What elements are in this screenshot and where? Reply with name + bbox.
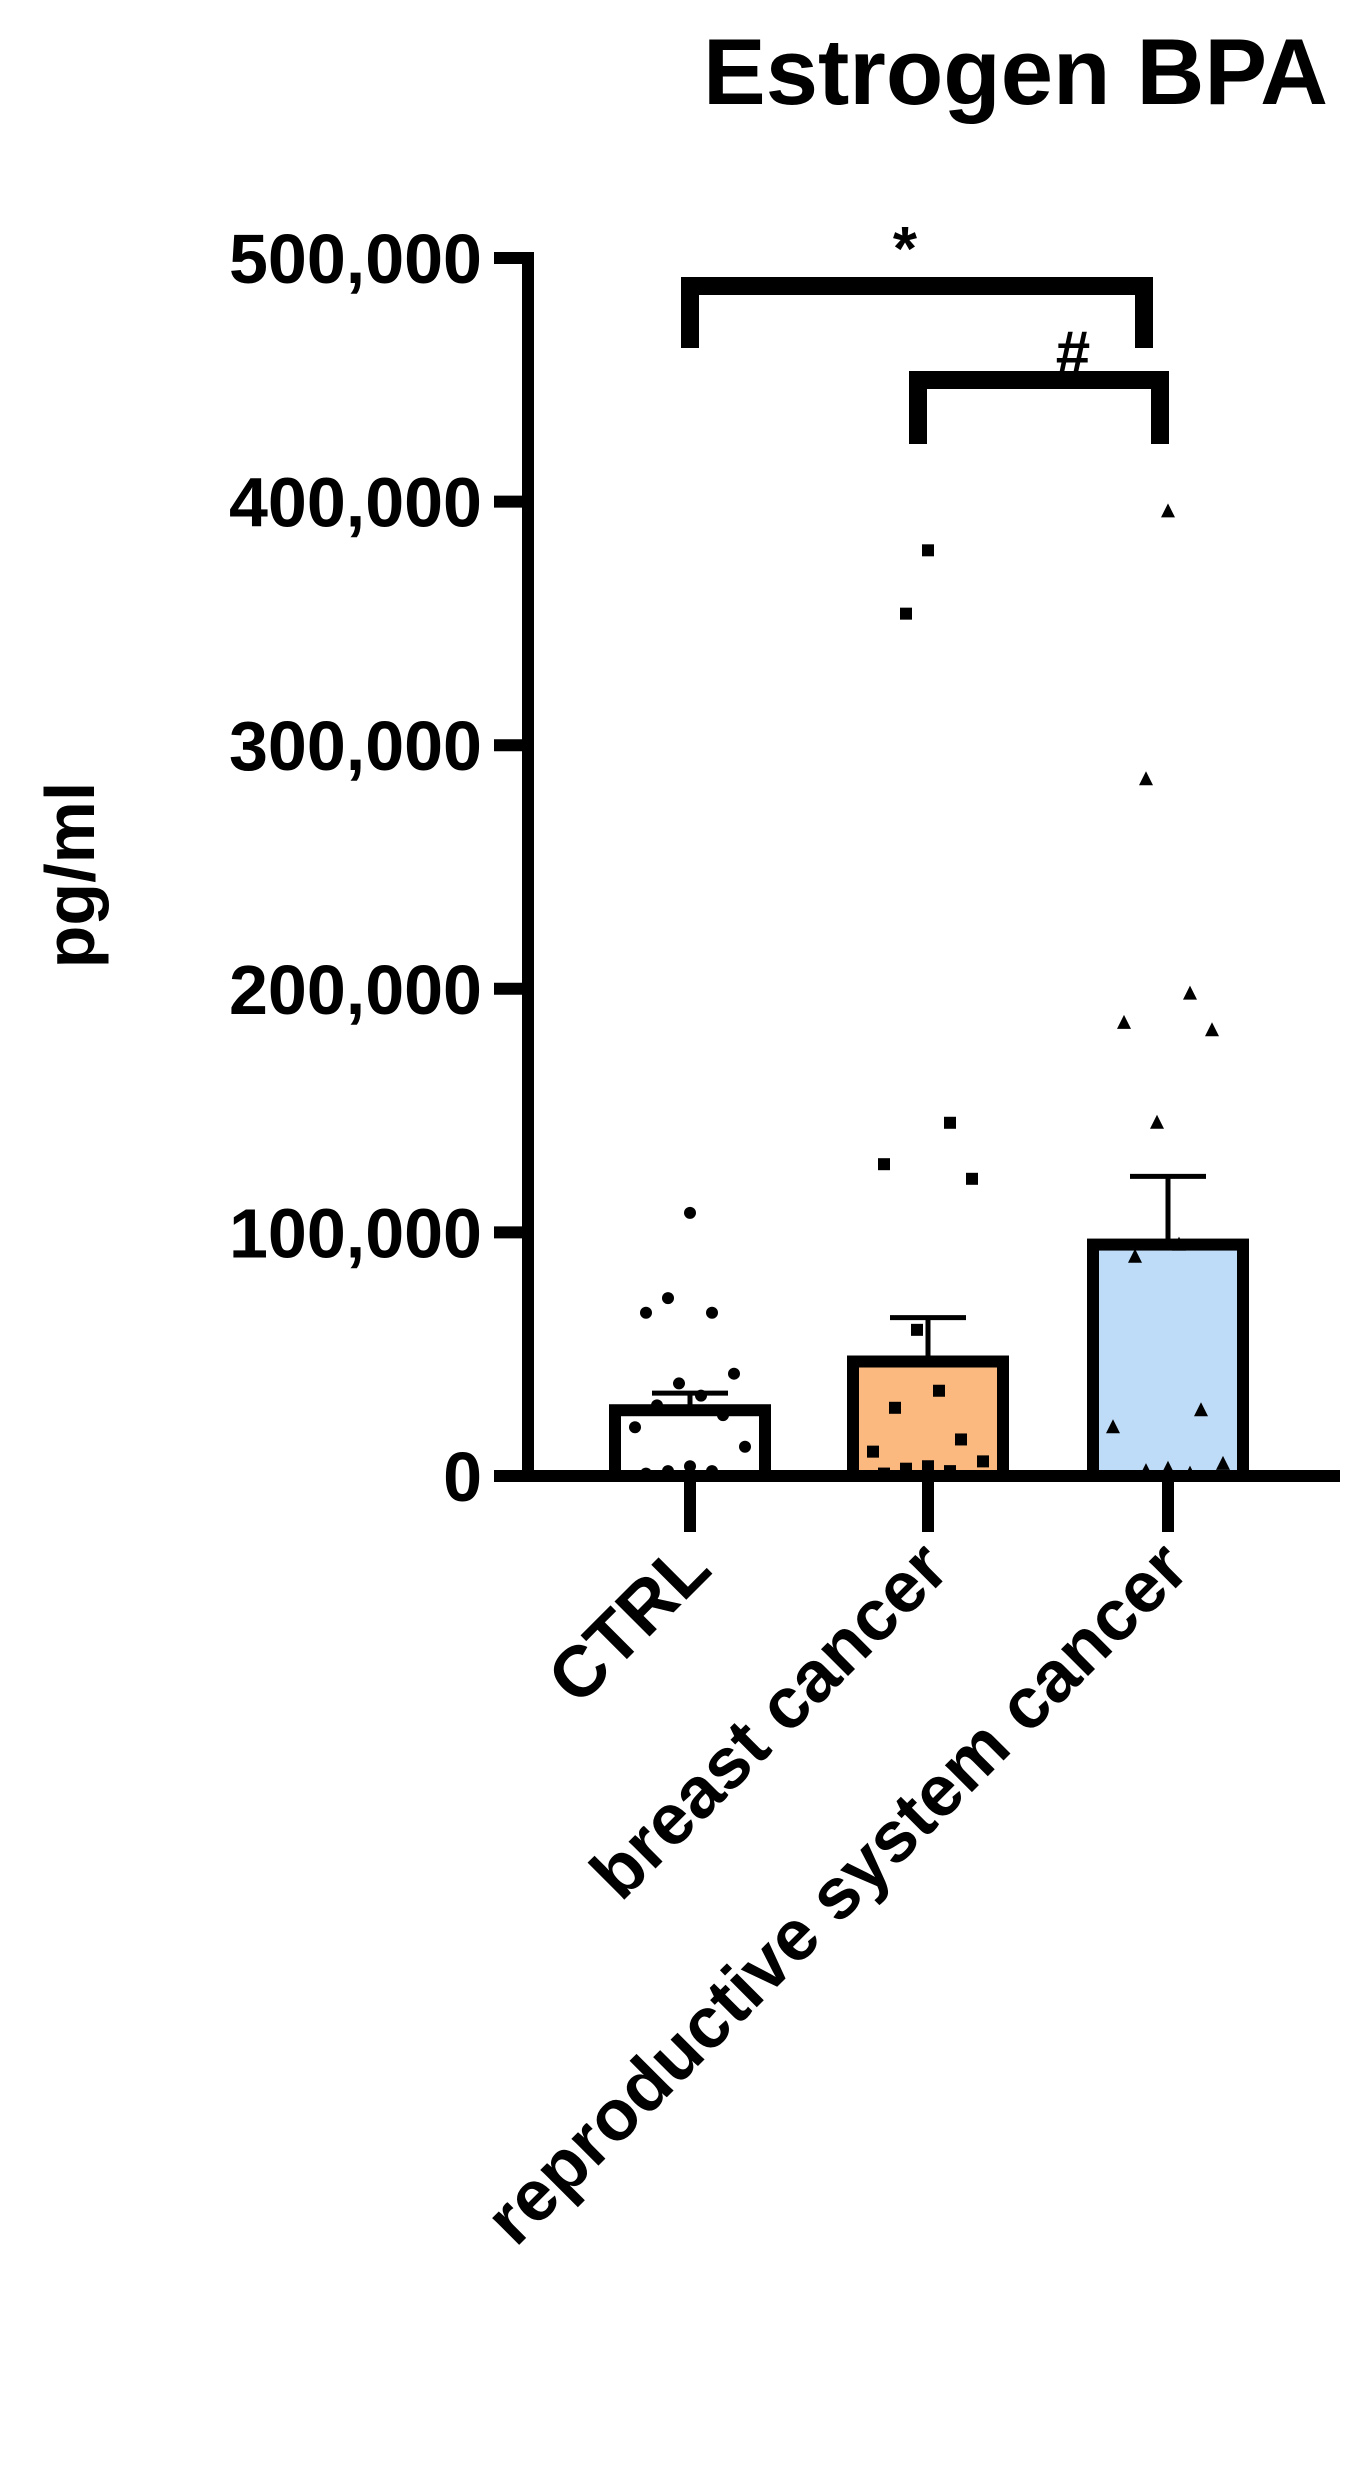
significance-brackets: *# [681, 215, 1169, 444]
data-point [706, 1306, 718, 1319]
significance-bracket [909, 371, 1169, 444]
significance-label: * [893, 215, 918, 284]
y-axis-label: pg/ml [31, 782, 109, 969]
y-tick-label: 400,000 [229, 464, 482, 542]
data-point [651, 1399, 663, 1412]
data-point [933, 1384, 945, 1397]
data-point [878, 1158, 890, 1171]
bar-2 [1087, 1238, 1249, 1482]
data-point [1150, 1114, 1164, 1129]
data-point [717, 1409, 729, 1422]
data-point [640, 1306, 652, 1319]
data-point [955, 1433, 967, 1446]
y-tick-label: 200,000 [229, 951, 482, 1029]
data-point [1106, 1419, 1120, 1434]
data-point [1161, 503, 1175, 518]
data-point [684, 1460, 696, 1473]
y-axis: 0 100,000 200,000 300,000 400,000 500,000 [229, 220, 534, 1516]
data-point [1183, 985, 1197, 1000]
x-tick-label: CTRL [533, 1527, 725, 1719]
significance-label: # [1056, 319, 1090, 388]
data-point [1216, 1455, 1230, 1470]
y-tick-label: 300,000 [229, 707, 482, 785]
data-point [911, 1323, 923, 1336]
data-point [944, 1116, 956, 1129]
data-point [922, 1460, 934, 1473]
data-point [673, 1377, 685, 1390]
significance-bracket [681, 277, 1153, 348]
data-point [966, 1172, 978, 1185]
data-point [900, 607, 912, 620]
data-point [1194, 1402, 1208, 1417]
data-point [1128, 1248, 1142, 1263]
data-point [889, 1401, 901, 1414]
data-point [977, 1455, 989, 1468]
data-point [1205, 1022, 1219, 1037]
y-tick-label: 0 [443, 1438, 482, 1516]
data-point [867, 1445, 879, 1458]
data-point [684, 1206, 696, 1219]
y-tick-label: 500,000 [229, 220, 482, 298]
data-point [1117, 1014, 1131, 1029]
error-bars [652, 1173, 1206, 1411]
data-point [922, 544, 934, 557]
data-point [739, 1440, 751, 1453]
data-point [629, 1421, 641, 1434]
data-point [1172, 1236, 1186, 1251]
chart-title: Estrogen BPA [703, 19, 1328, 124]
y-tick-label: 100,000 [229, 1194, 482, 1272]
data-point [662, 1292, 674, 1305]
data-point [1139, 771, 1153, 786]
data-point [695, 1389, 707, 1402]
data-point [728, 1367, 740, 1380]
